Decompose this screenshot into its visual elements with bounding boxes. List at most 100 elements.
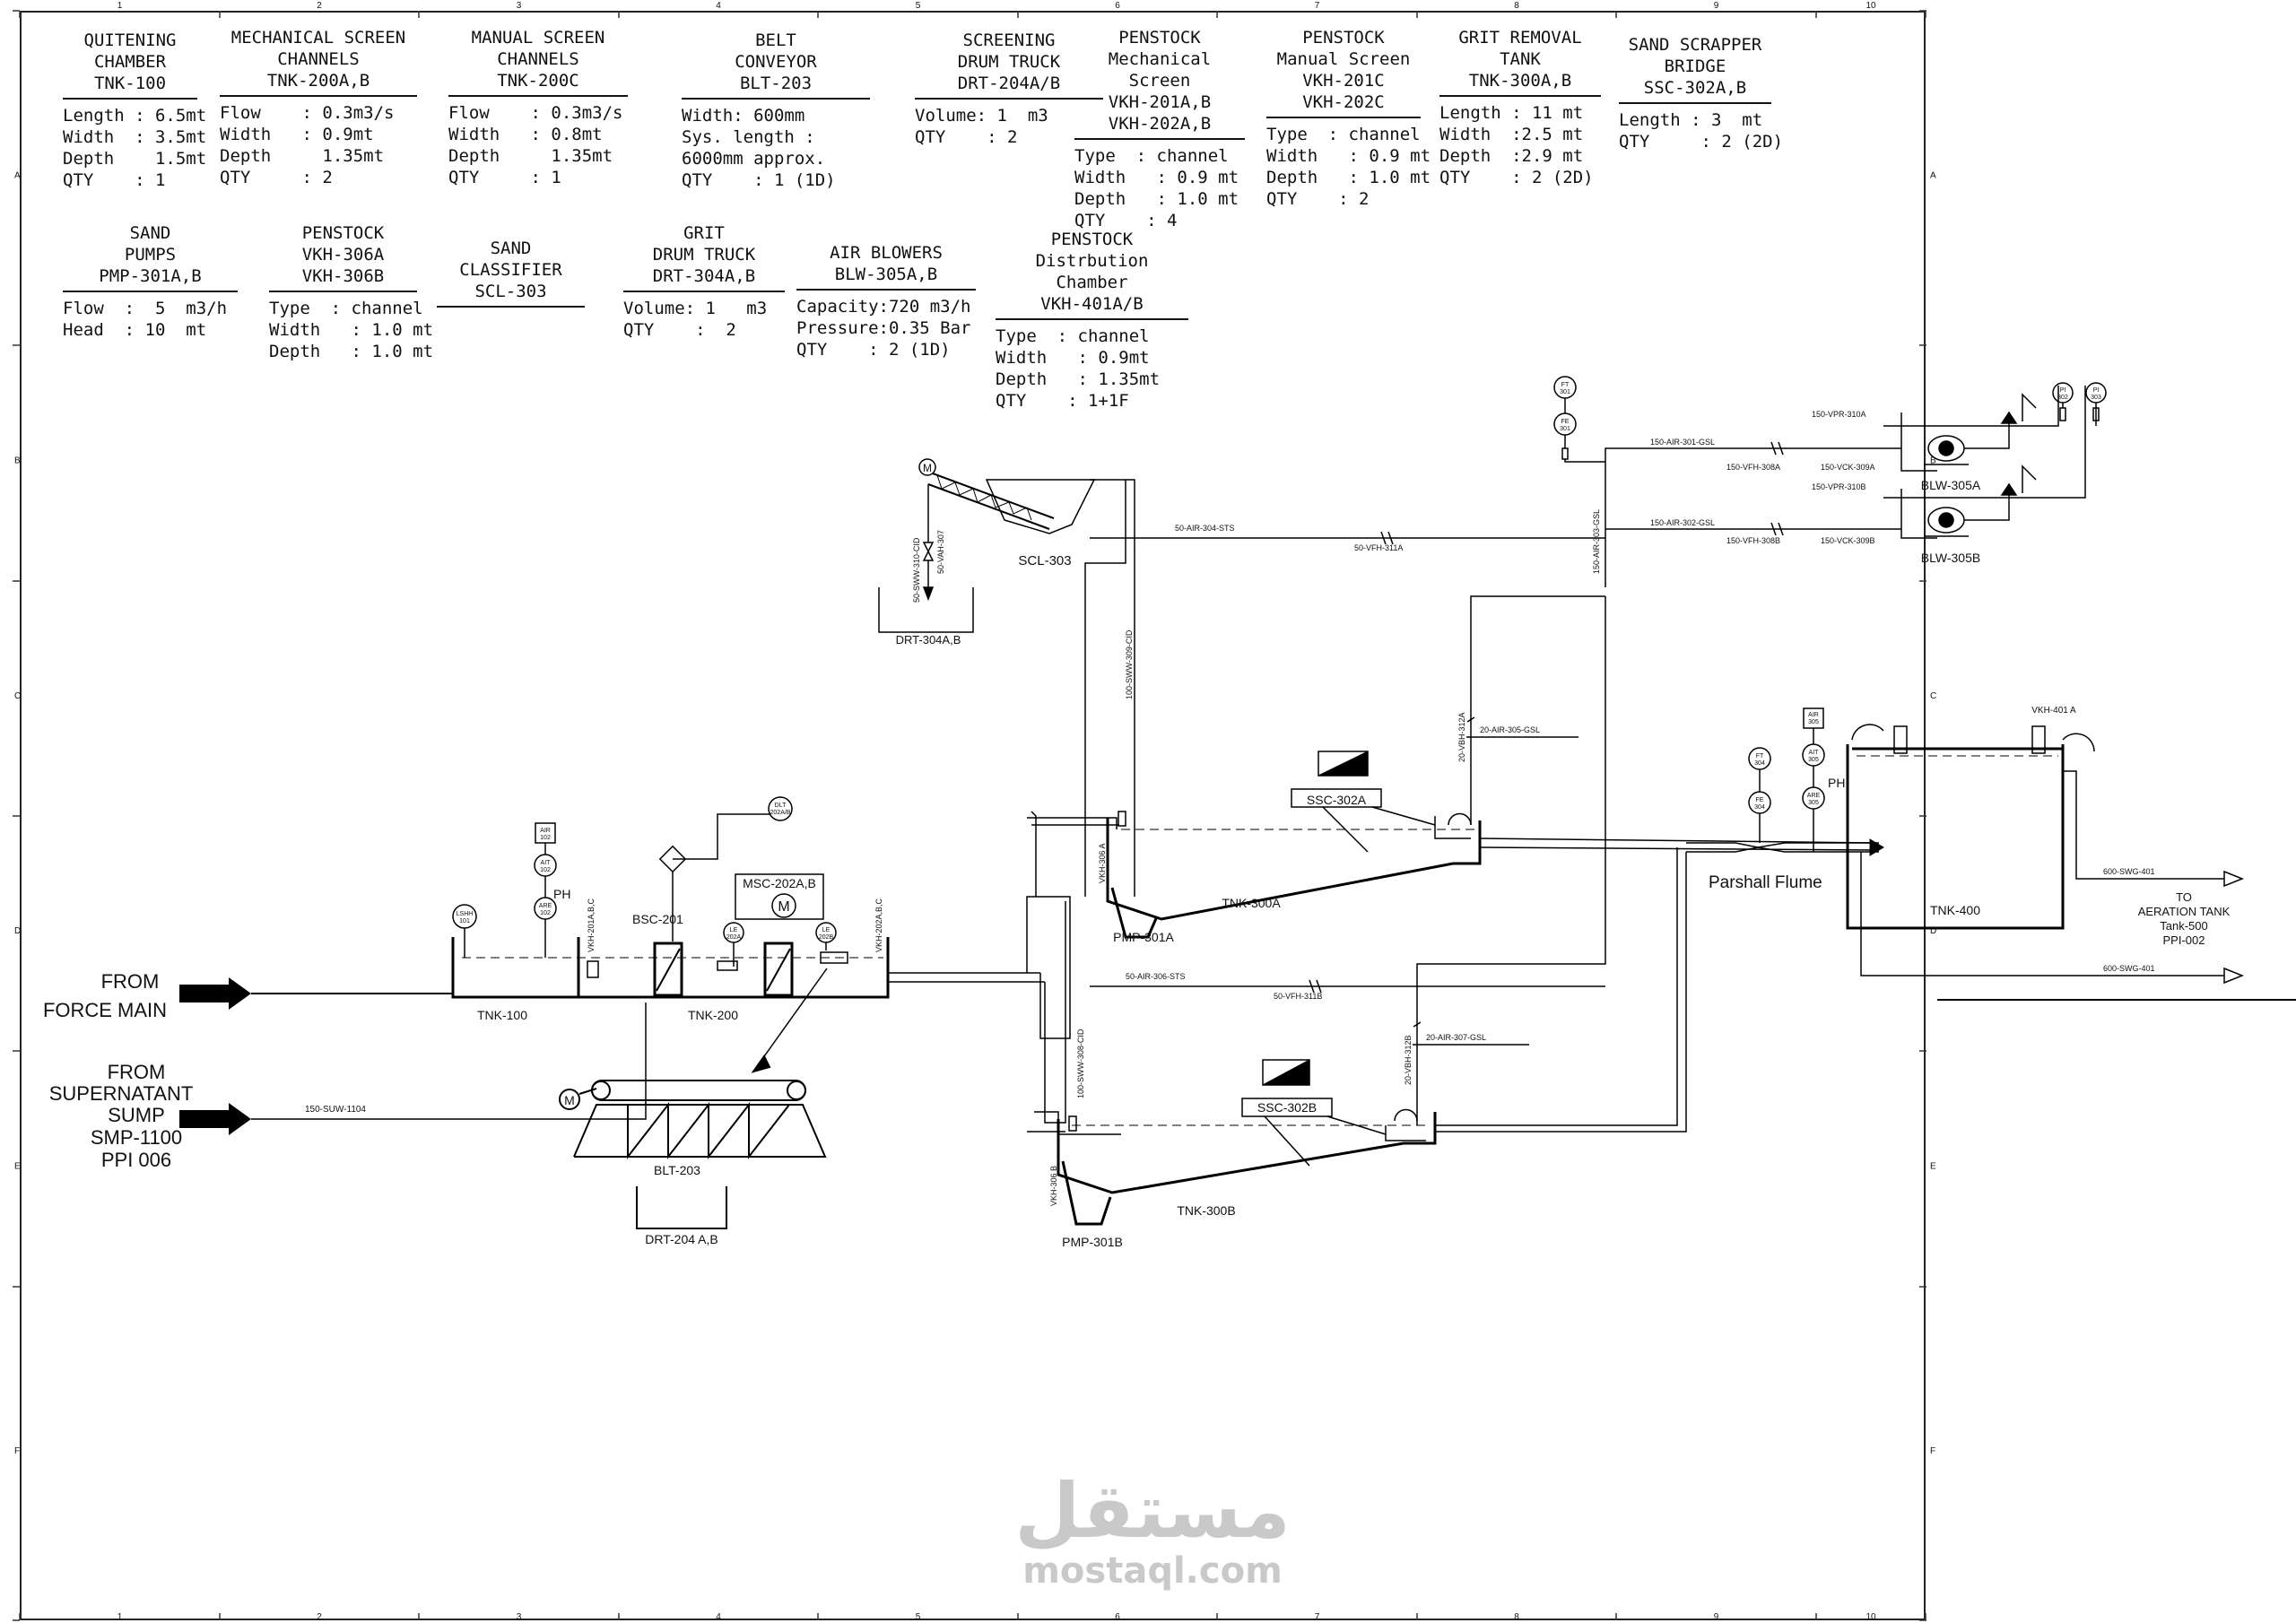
- from-supernatant-line4: SMP-1100: [91, 1126, 182, 1149]
- tnk-300b-label: TNK-300B: [1177, 1203, 1235, 1218]
- vkh-306b-label: VKH-306 B: [1049, 1166, 1058, 1206]
- flow-meter-301: [1553, 376, 1605, 463]
- line-vck-309b: 150-VCK-309B: [1821, 536, 1875, 545]
- ssc-302a-label: SSC-302A: [1307, 793, 1367, 807]
- tag-air102-num: 102: [540, 835, 551, 841]
- to-aeration-line3: Tank-500: [2160, 919, 2207, 933]
- legend-row: QTY : 2: [915, 127, 1018, 147]
- tag-air305: AIR: [1808, 712, 1819, 718]
- sand-classifier-scl-303: [878, 458, 1135, 897]
- tag-are305: ARE: [1807, 793, 1821, 799]
- legend-row: QTY : 1 (1D): [682, 170, 836, 190]
- tag-fe301: FE: [1561, 419, 1570, 425]
- line-swg-401a: 600-SWG-401: [2103, 867, 2155, 876]
- grid-row-label: C: [1930, 691, 1936, 701]
- line-air-306: 50-AIR-306-STS: [1126, 972, 1186, 981]
- legend-title: SAND PUMPS PMP-301A,B: [99, 223, 202, 286]
- grid-column-label: 9: [1714, 1612, 1719, 1622]
- legend-row: Volume: 1 m3: [915, 106, 1048, 126]
- inlet-supernatant: FROM SUPERNATANT SUMP SMP-1100 PPI 006 1…: [49, 1002, 647, 1171]
- legend-rule: [915, 98, 1103, 100]
- grid-row-label: B: [14, 456, 21, 466]
- tag-lshh-num: 101: [459, 918, 470, 924]
- to-aeration-line1: TO: [2176, 890, 2192, 904]
- line-vfh-308a: 150-VFH-308A: [1726, 463, 1780, 472]
- legend-row: Width : 0.9mt: [996, 348, 1150, 368]
- watermark-arabic: مستقل: [1014, 1467, 1291, 1555]
- legend-title: PENSTOCK Distrbution Chamber VKH-401A/B: [1035, 230, 1149, 314]
- tag-le202b-num: 202B: [819, 934, 834, 941]
- air-line-labels: 150-AIR-301-GSL 150-AIR-302-GSL 150-AIR-…: [1126, 410, 1875, 1085]
- legend-row: Volume: 1 m3: [623, 299, 768, 318]
- to-aeration-line2: AERATION TANK: [2138, 905, 2231, 918]
- ph-label-tnk400: PH: [1828, 776, 1845, 790]
- tag-fe304-num: 304: [1754, 804, 1765, 811]
- tnk-400-label: TNK-400: [1930, 903, 1980, 917]
- legend-rule: [269, 291, 417, 292]
- flow-meter-301-tags: FT 301 FE 301: [1560, 382, 1570, 432]
- grid-row-label: A: [1930, 171, 1936, 181]
- legend-rule: [682, 98, 870, 100]
- line-vfh-311b: 50-VFH-311B: [1274, 992, 1322, 1001]
- legend-title: PENSTOCK VKH-306A VKH-306B: [301, 223, 385, 286]
- legend-row: Type : channel: [996, 326, 1150, 346]
- grid-column-label: 1: [117, 1612, 123, 1622]
- grid-row-label: B: [1930, 456, 1936, 466]
- line-swg-401b: 600-SWG-401: [2103, 964, 2155, 973]
- tag-ait102: AIT: [541, 860, 552, 866]
- vkh-306a-label: VKH-306 A: [1098, 843, 1107, 883]
- tag-le202b: LE: [822, 927, 831, 933]
- grid-column-label: 6: [1115, 1612, 1120, 1622]
- tag-fe304: FE: [1756, 797, 1764, 803]
- pmp-301b-label: PMP-301B: [1062, 1235, 1123, 1249]
- grid-row-label: C: [14, 691, 21, 701]
- ssc-302b-label: SSC-302B: [1257, 1100, 1317, 1115]
- legend-row: Depth :2.9 mt: [1439, 146, 1584, 166]
- legend-title: GRIT REMOVAL TANK TNK-300A,B: [1458, 28, 1582, 91]
- motor-blt-label: M: [564, 1093, 575, 1107]
- pmp-301a-label: PMP-301A: [1113, 930, 1174, 944]
- blt-203-label: BLT-203: [654, 1163, 700, 1177]
- tag-are102-num: 102: [540, 910, 551, 916]
- tag-le202a-num: 202A: [726, 934, 742, 941]
- tag-are102: ARE: [539, 903, 552, 909]
- legend-title: SAND CLASSIFIER SCL-303: [459, 239, 562, 301]
- bsc-201-label: BSC-201: [632, 912, 683, 926]
- blowers: [1883, 382, 2107, 539]
- line-vpr-310a: 150-VPR-310A: [1812, 410, 1866, 419]
- legend-row: QTY : 2 (2D): [1439, 168, 1594, 187]
- legend-row: Flow : 5 m3/h: [63, 299, 228, 318]
- line-150-suw-1104: 150-SUW-1104: [305, 1105, 366, 1115]
- vkh-202-label: VKH-202A,B,C: [874, 898, 883, 952]
- grid-column-label: 2: [317, 1, 322, 11]
- grid-column-label: 9: [1714, 1, 1719, 11]
- line-vfh-311a: 50-VFH-311A: [1354, 543, 1403, 552]
- legend-block: PENSTOCK Mechanical Screen VKH-201A,B VK…: [1074, 27, 1245, 231]
- blower-pi-tags: PI 302 PI 303: [2057, 387, 2101, 401]
- legend-rule: [220, 95, 417, 97]
- vkh-201-label: VKH-201A,B,C: [587, 898, 596, 952]
- tnk-100-label: TNK-100: [477, 1008, 527, 1022]
- tag-ait102-num: 102: [540, 867, 551, 873]
- parshall-flume-tnk-400: [1686, 707, 2296, 1001]
- line-vah-307: 50-VAH-307: [936, 530, 945, 574]
- legend-row: QTY : 1+1F: [996, 391, 1129, 411]
- grid-column-label: 6: [1115, 1, 1120, 11]
- grid-ticks: [13, 10, 1926, 1621]
- line-air-301: 150-AIR-301-GSL: [1650, 438, 1715, 447]
- legend-row: QTY : 4: [1074, 211, 1178, 230]
- tag-fe301-num: 301: [1560, 426, 1570, 432]
- tnk-300a-label: TNK-300A: [1222, 896, 1281, 910]
- legend-block: PENSTOCK Manual Screen VKH-201C VKH-202C…: [1266, 27, 1431, 210]
- line-air-305: 20-AIR-305-GSL: [1480, 725, 1540, 734]
- legend-rule: [1074, 138, 1245, 140]
- tag-ft304: FT: [1756, 753, 1764, 759]
- grid-row-label: E: [14, 1162, 21, 1172]
- grid-column-label: 10: [1866, 1, 1876, 11]
